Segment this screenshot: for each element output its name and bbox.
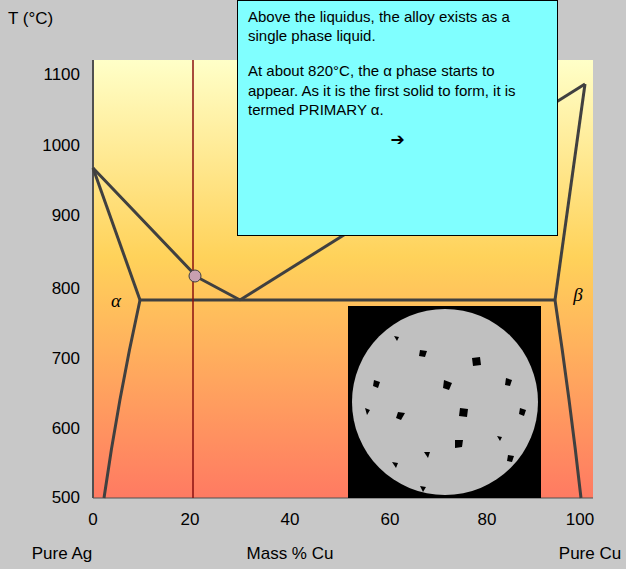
micrograph	[352, 309, 538, 495]
tick-label: 60	[381, 511, 400, 528]
tick-label: 900	[52, 207, 80, 224]
tick-label: 100	[566, 511, 594, 528]
state-point	[189, 270, 201, 282]
axis-caption: Pure Cu	[559, 545, 621, 562]
tick-label: 80	[478, 511, 497, 528]
tick-label: 20	[181, 511, 200, 528]
phase-label: β	[573, 285, 582, 304]
micrograph-frame	[348, 306, 541, 498]
axis-title: T (°C)	[8, 10, 53, 27]
tick-label: 1100	[43, 66, 80, 83]
tick-label: 700	[52, 350, 80, 367]
callout-text: Above the liquidus, the alloy exists as …	[248, 7, 547, 45]
next-arrow: ➔	[248, 129, 547, 151]
tick-label: 40	[281, 511, 300, 528]
callout-text: At about 820°C, the α phase starts to ap…	[248, 61, 547, 119]
tick-label: 800	[52, 280, 80, 297]
phase-label: α	[111, 291, 121, 310]
axis-caption: Mass % Cu	[247, 545, 334, 562]
tick-label: 1000	[42, 137, 80, 154]
axis-caption: Pure Ag	[32, 545, 93, 562]
callout-box: Above the liquidus, the alloy exists as …	[237, 0, 558, 236]
tick-label: 600	[52, 420, 80, 437]
primary-alpha-particles	[365, 336, 526, 492]
tick-label: 500	[52, 489, 80, 506]
tick-label: 0	[88, 511, 97, 528]
y-axis	[92, 60, 94, 498]
